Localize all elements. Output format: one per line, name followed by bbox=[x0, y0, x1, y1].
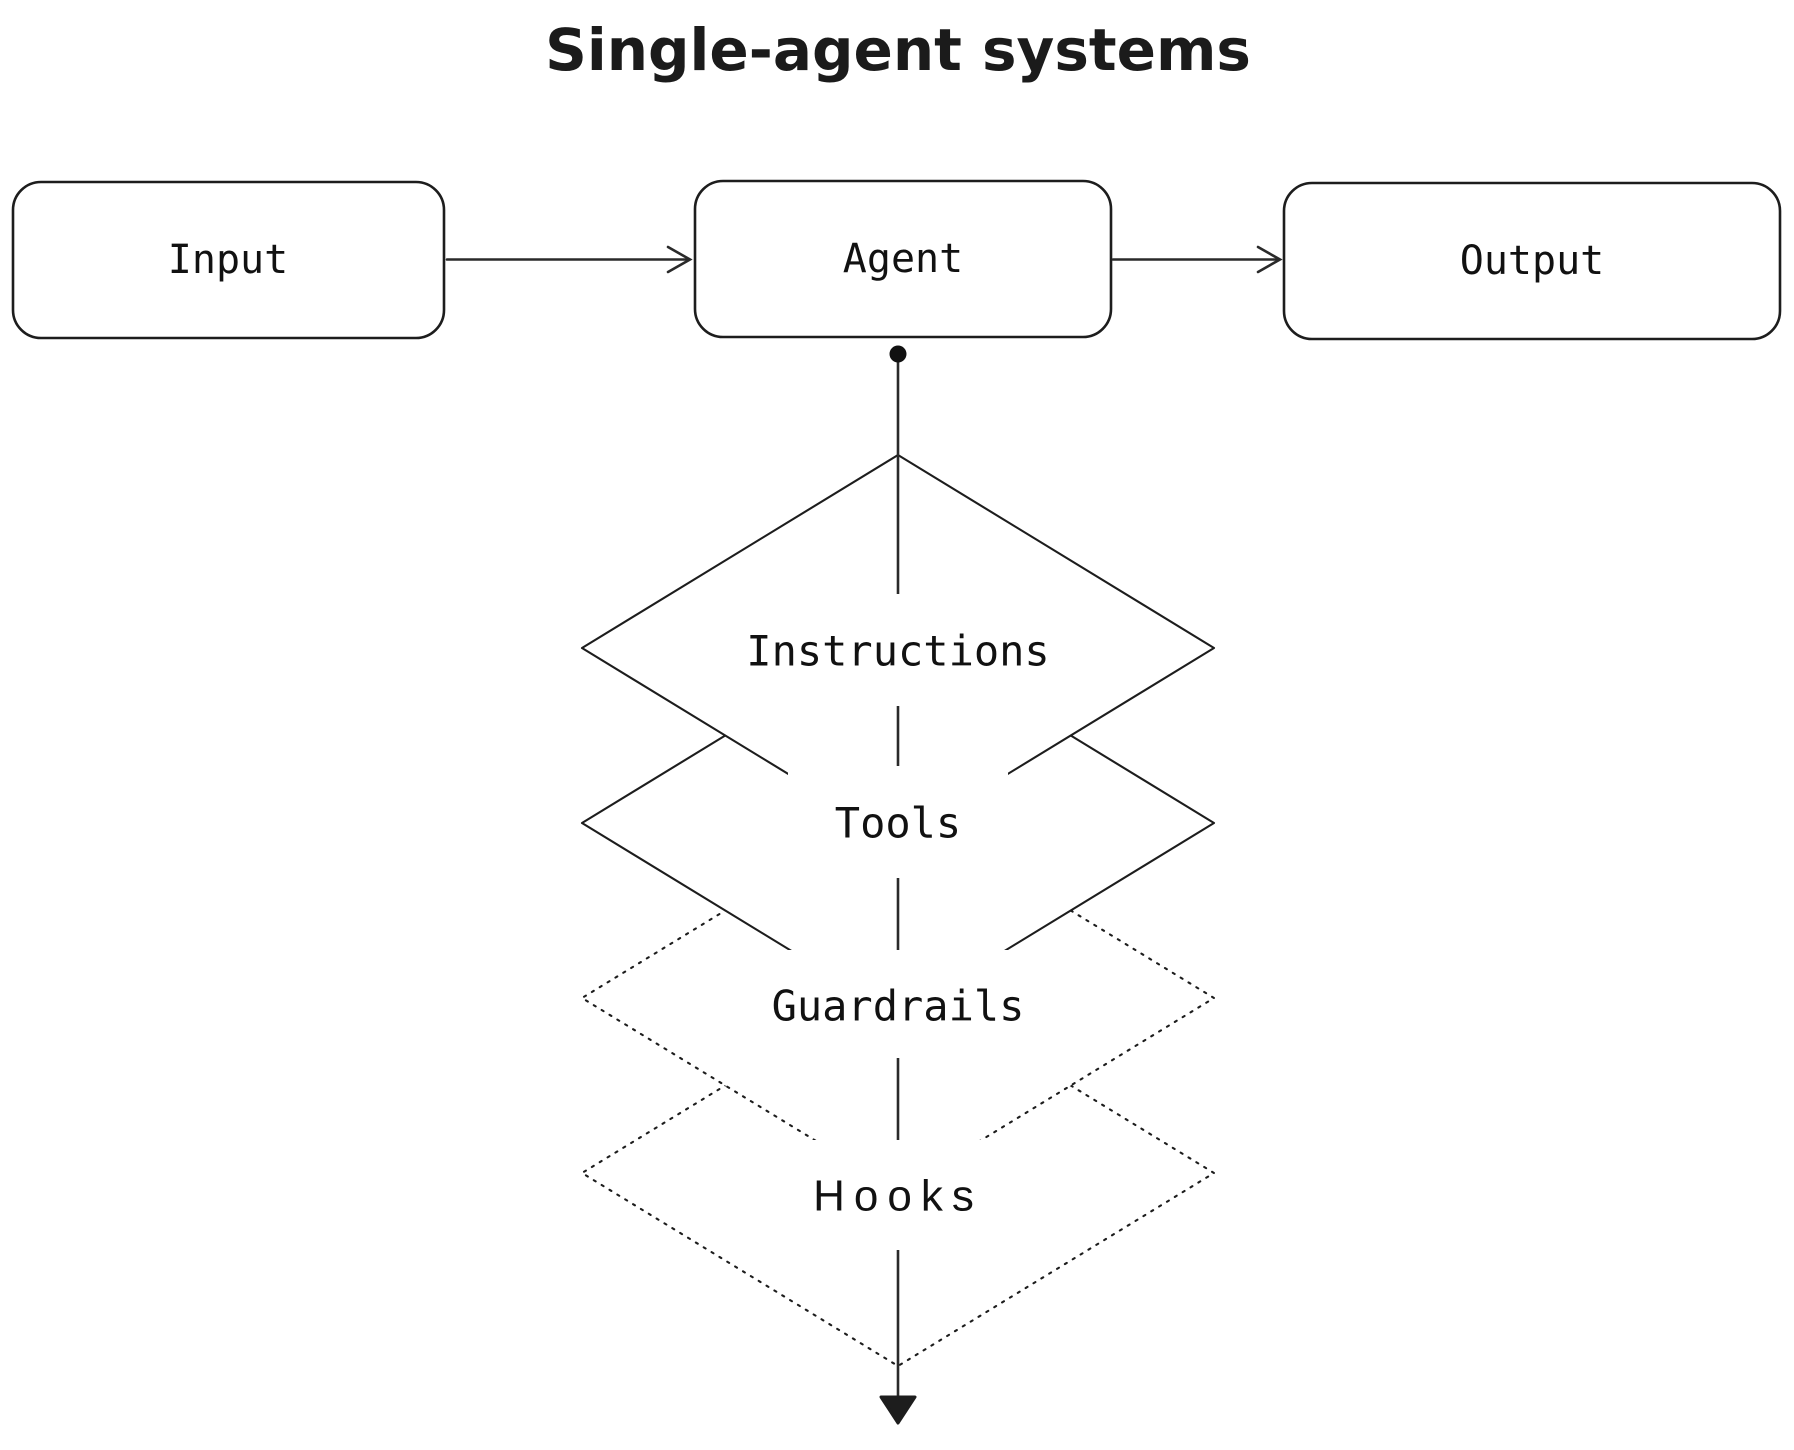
agent-box bbox=[693, 179, 1113, 339]
output-label: Output bbox=[1460, 238, 1605, 284]
label-backdrop-hooks bbox=[778, 1140, 1018, 1250]
label-backdrop-guardrails bbox=[743, 950, 1053, 1058]
right-arrowhead-icon bbox=[1256, 245, 1283, 274]
input-node: Input bbox=[11, 180, 446, 340]
output-node: Output bbox=[1282, 181, 1782, 341]
layer-label-instructions: Instructions bbox=[746, 627, 1049, 676]
layer-label-hooks: Hooks bbox=[813, 1172, 983, 1221]
layer-label-guardrails: Guardrails bbox=[772, 982, 1025, 1031]
layer-label-tools: Tools bbox=[835, 799, 961, 848]
label-backdrop-tools bbox=[788, 766, 1008, 878]
agent-label: Agent bbox=[843, 236, 963, 282]
down-arrowhead-icon bbox=[879, 1395, 917, 1425]
arrow-input-to-agent bbox=[445, 245, 693, 274]
input-box bbox=[11, 180, 446, 340]
right-arrowhead-icon bbox=[666, 245, 693, 274]
input-label: Input bbox=[168, 237, 288, 283]
agent-node: Agent bbox=[693, 179, 1113, 339]
arrow-agent-to-output bbox=[1111, 245, 1283, 274]
diagram-title: Single-agent systems bbox=[545, 16, 1251, 84]
label-backdrop-instructions bbox=[728, 594, 1068, 706]
connector-dot bbox=[889, 345, 907, 363]
output-box bbox=[1282, 181, 1782, 341]
